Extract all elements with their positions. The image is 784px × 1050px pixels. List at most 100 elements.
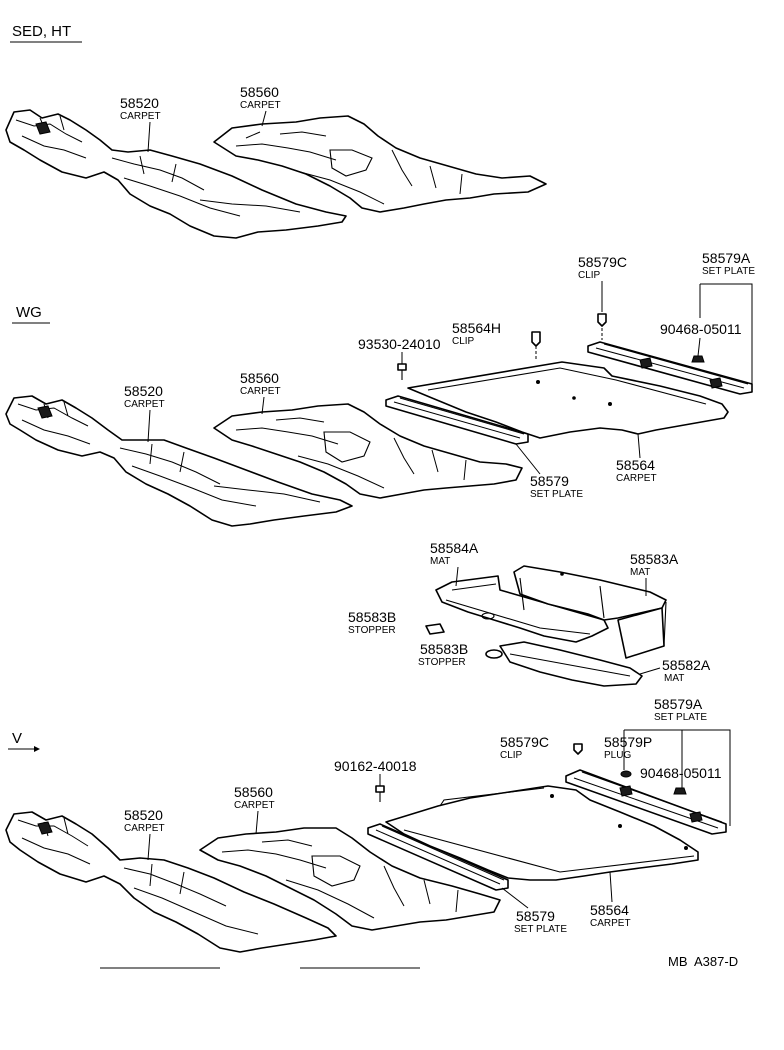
part-name-label: CARPET (590, 918, 631, 929)
part-number-label: 58579A (702, 250, 751, 266)
callout-s2-58564: 58564 CARPET (616, 433, 657, 484)
callout-s4-90162: 90162-40018 (334, 758, 417, 786)
part-number-label: 58583B (348, 609, 396, 625)
rear-carpet-58560-wg (213, 403, 523, 499)
part-number-label: 58560 (240, 84, 279, 100)
callout-s2-58579A: 58579A SET PLATE (699, 250, 755, 384)
part-name-label: SET PLATE (530, 489, 583, 500)
callout-s2-58579: 58579 SET PLATE (515, 443, 583, 500)
callout-s2-58579C: 58579C CLIP (578, 254, 627, 312)
callout-s4-58579A: 58579A SET PLATE (623, 696, 731, 826)
part-name-label: MAT (664, 673, 684, 684)
stopper-58583B-1 (425, 623, 445, 635)
part-number-label: 58579C (578, 254, 627, 270)
callout-s4-58560: 58560 CARPET (234, 784, 275, 835)
callout-s4-58579C: 58579C CLIP (500, 734, 549, 761)
callout-s3-58584A: 58584A MAT (430, 540, 479, 587)
part-name-label: CARPET (234, 800, 275, 811)
part-number-label: 58564 (590, 902, 629, 918)
set-plate-58579A-v (565, 769, 727, 835)
part-number-label: 58560 (240, 370, 279, 386)
part-number-label: 58579A (654, 696, 703, 712)
front-carpet-58520-sed (5, 109, 347, 239)
set-plate-58579-v (367, 823, 509, 891)
part-name-label: CARPET (124, 399, 165, 410)
callout-s4-90468: 90468-05011 (640, 765, 722, 781)
part-number-label: 58579C (500, 734, 549, 750)
front-carpet-58520-wg (5, 395, 353, 527)
callout-s3-58583B-1: 58583B STOPPER (348, 609, 396, 636)
screw-93530-wg (397, 363, 407, 380)
part-number-label: 58579 (516, 908, 555, 924)
part-number-label: 58579P (604, 734, 652, 750)
callout-s3-58583B-2: 58583B STOPPER (418, 641, 468, 668)
luggage-carpet-58564-wg (407, 361, 729, 439)
section-title-sed-ht: SED, HT (12, 23, 71, 40)
section-title-wg: WG (16, 304, 42, 321)
part-name-label: STOPPER (418, 657, 466, 668)
luggage-carpet-58564-v (385, 785, 699, 881)
part-number-label: 58520 (124, 383, 163, 399)
clip-58564H-wg (531, 331, 541, 360)
part-name-label: SET PLATE (702, 266, 755, 277)
mat-58583A (513, 565, 667, 659)
part-name-label: CARPET (240, 386, 281, 397)
part-name-label: MAT (430, 556, 450, 567)
part-name-label: MAT (630, 567, 650, 578)
clip-58579C-wg (597, 313, 607, 340)
part-number-label: 58520 (124, 807, 163, 823)
callout-s3-58582A: 58582A MAT (639, 657, 711, 684)
part-name-label: CARPET (120, 111, 161, 122)
diagram-reference: MB A387-D (100, 954, 738, 969)
part-name-label: CLIP (500, 750, 523, 761)
bolt-90468-wg (691, 355, 705, 363)
callout-s1-58520: 58520 CARPET (120, 95, 161, 153)
mat-58582A (499, 641, 643, 687)
clip-58579C-v (573, 743, 583, 755)
part-number-label: 58560 (234, 784, 273, 800)
set-plate-58579-wg (385, 395, 529, 445)
part-name-label: STOPPER (348, 625, 396, 636)
section-label-wg: WG (12, 304, 50, 324)
callout-s2-58520: 58520 CARPET (124, 383, 165, 443)
part-name-label: PLUG (604, 750, 631, 761)
part-number-label: 58520 (120, 95, 159, 111)
part-number-label: 58564 (616, 457, 655, 473)
section-title-v: V (12, 730, 22, 747)
part-number-label: 90162-40018 (334, 758, 417, 774)
mat-58584A (435, 575, 609, 643)
reference-code: MB A387-D (668, 954, 738, 969)
part-name-label: SET PLATE (514, 924, 567, 935)
front-carpet-58520-v (5, 811, 337, 953)
callout-s4-58579: 58579 SET PLATE (501, 887, 567, 935)
callout-s4-58564: 58564 CARPET (590, 871, 631, 929)
callout-s3-58583A: 58583A MAT (630, 551, 679, 596)
callout-s2-58560: 58560 CARPET (240, 370, 281, 415)
part-number-label: 93530-24010 (358, 336, 441, 352)
section-label-sed-ht: SED, HT (10, 23, 82, 43)
part-name-label: SET PLATE (654, 712, 707, 723)
rear-carpet-58560-v (199, 827, 501, 931)
callout-s2-90468: 90468-05011 (660, 321, 742, 357)
part-number-label: 90468-05011 (660, 321, 742, 337)
part-number-label: 58583B (420, 641, 468, 657)
part-name-label: CLIP (578, 270, 601, 281)
callout-s2-58564H: 58564H CLIP (452, 320, 501, 347)
callout-s2-93530: 93530-24010 (358, 336, 441, 364)
part-name-label: CARPET (616, 473, 657, 484)
part-number-label: 58579 (530, 473, 569, 489)
part-number-label: 58564H (452, 320, 501, 336)
bolt-90468-v (673, 787, 687, 795)
part-name-label: CARPET (124, 823, 165, 834)
part-number-label: 58583A (630, 551, 679, 567)
part-number-label: 58584A (430, 540, 479, 556)
plug-58579P-v (620, 770, 632, 778)
rear-carpet-58560-sed (213, 115, 547, 213)
callout-s4-58520: 58520 CARPET (124, 807, 165, 861)
part-name-label: CLIP (452, 336, 475, 347)
screw-90162-v (375, 785, 385, 802)
stopper-58583B-2 (485, 649, 503, 659)
section-label-v: V (8, 730, 40, 752)
part-name-label: CARPET (240, 100, 281, 111)
